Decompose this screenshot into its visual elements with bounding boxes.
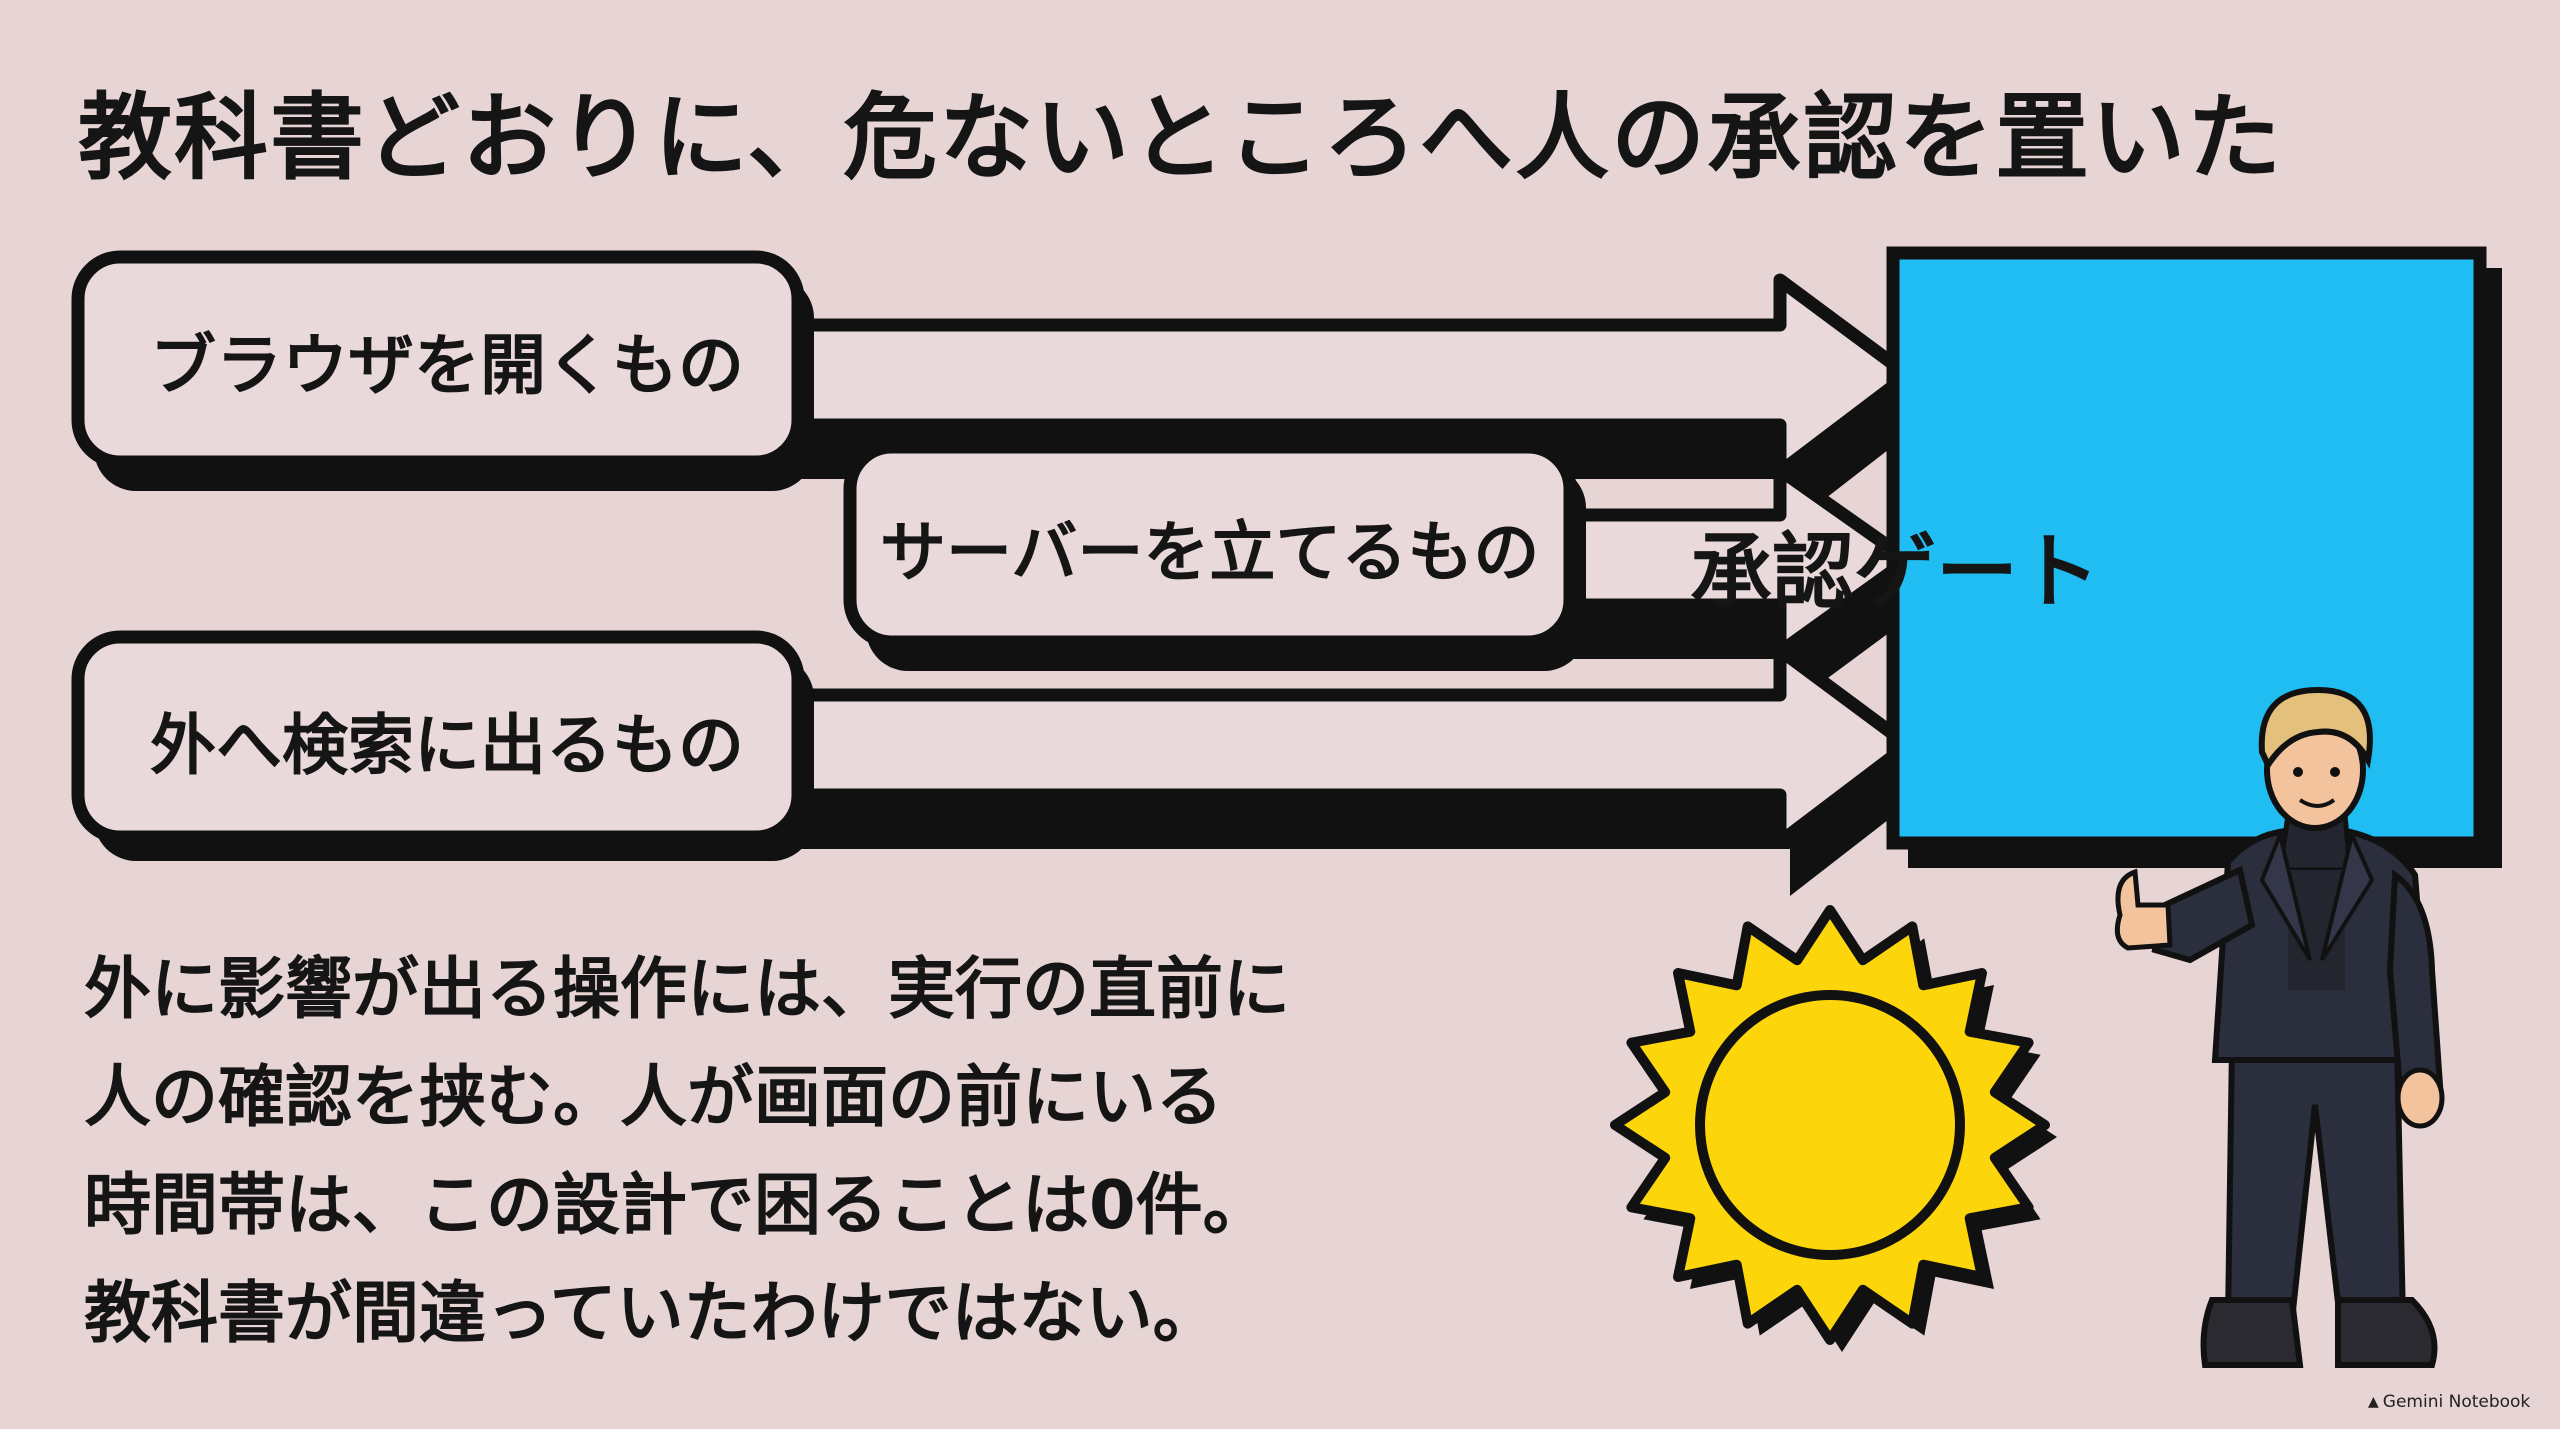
arrow-3 [778,643,1928,896]
source-box-1 [71,250,814,491]
body-line-4: 教科書が間違っていたわけではない。 [84,1274,1220,1352]
gemini-logo-icon: ▲ [2368,1394,2379,1410]
sun-disc [1695,990,1965,1260]
sun-icon [1610,905,2057,1352]
slide-title: 教科書どおりに、危ないところへ人の承認を置いた [78,84,2284,193]
source-label-3: 外へ検索に出るもの [150,707,744,784]
arrow-2 [1553,463,1928,706]
source-label-1: ブラウザを開くもの [150,327,744,404]
body-line-3: 時間帯は、この設計で困ることは0件。 [84,1166,1270,1244]
source-box-2 [843,440,1586,671]
gemini-notebook-badge: ▲ Gemini Notebook [2368,1392,2530,1412]
source-label-2: サーバーを立てるもの [880,514,1540,591]
body-line-1: 外に影響が出る操作には、実行の直前に [84,950,1290,1028]
person-illustration [2114,686,2445,1368]
approval-gate-label: 承認ゲート [1689,525,2100,620]
body-text: 外に影響が出る操作には、実行の直前に 人の確認を挟む。人が画面の前にいる 時間帯… [84,935,1464,1367]
approval-gate [1886,246,2502,868]
source-box-3 [71,630,814,861]
badge-label: Gemini Notebook [2382,1392,2531,1412]
body-line-2: 人の確認を挟む。人が画面の前にいる [84,1058,1223,1136]
